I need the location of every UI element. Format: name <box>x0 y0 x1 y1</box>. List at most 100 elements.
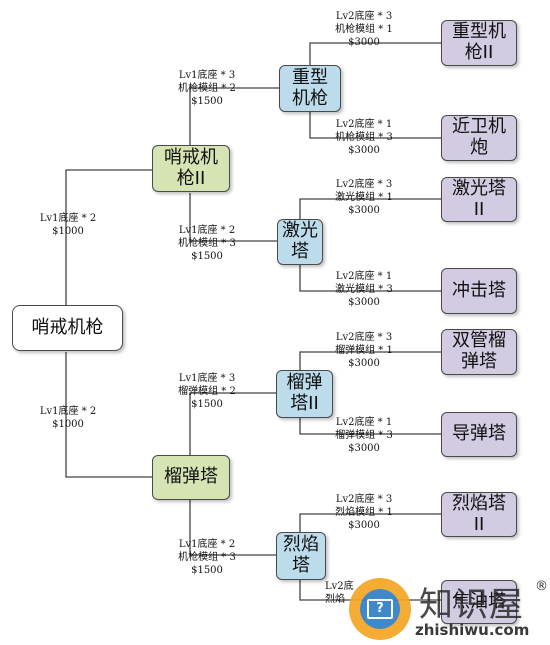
cost-line: $3000 <box>348 37 380 48</box>
cost-line: $1500 <box>191 399 223 410</box>
cost-line: Lv2底座 * 3 <box>335 494 393 505</box>
connector-heavy-ciws <box>309 112 441 139</box>
cost-line: $1000 <box>52 226 84 237</box>
cost-label-ciws: Lv2底座 * 1 机枪模组 * 3 $3000 <box>325 118 403 157</box>
node-missile-tower: 导弹塔 <box>441 412 517 457</box>
cost-label-flame-tower-2: Lv2底座 * 3 烈焰模组 * 1 $3000 <box>325 493 403 532</box>
question-mark-screen-icon: ? <box>349 578 411 640</box>
cost-label-laser-tower-2: Lv2底座 * 3 激光模组 * 1 $3000 <box>325 178 403 217</box>
cost-line: Lv1底座 * 2 <box>178 539 236 550</box>
node-label-line: 塔 <box>292 555 310 576</box>
cost-label-impact-tower: Lv2底座 * 1 激光模组 * 3 $3000 <box>325 270 403 309</box>
cost-label-scorch-tower: Lv2底 烈焰 <box>325 580 365 606</box>
cost-line: 烈焰模组 * 1 <box>335 507 393 518</box>
cost-line: $3000 <box>348 520 380 531</box>
cost-line: Lv2底 <box>325 581 354 592</box>
node-sentry-gun: 哨戒机枪 <box>12 305 123 351</box>
cost-line: 机枪模组 * 2 <box>178 83 236 94</box>
cost-label-heavy-gun: Lv1底座 * 3 机枪模组 * 2 $1500 <box>168 69 246 108</box>
node-label-line: 榴弹 <box>286 372 323 394</box>
node-laser-tower: 激光塔 <box>277 219 323 265</box>
cost-line: $1500 <box>191 96 223 107</box>
cost-line: Lv1底座 * 2 <box>178 225 236 236</box>
node-label-line: 双管榴 <box>452 330 506 352</box>
node-scorch-tower: 焦油塔 <box>441 580 517 624</box>
cost-line: $1500 <box>191 565 223 576</box>
node-label-line: 塔II <box>290 393 319 414</box>
connector-laser-impact <box>299 265 441 292</box>
connector-root-sentry <box>65 169 152 306</box>
node-label-line: 烈焰塔 <box>452 492 506 514</box>
node-label-line: 机枪 <box>292 87 328 109</box>
registered-mark: ® <box>535 579 548 594</box>
cost-line: Lv1底座 * 2 <box>39 213 97 224</box>
cost-line: 激光模组 * 1 <box>335 192 393 203</box>
watermark-url: zhishiwu.com <box>415 621 530 639</box>
cost-label-grenade-tower: Lv1底座 * 2 $1000 <box>34 405 102 431</box>
cost-label-heavy-gun-2: Lv2底座 * 3 机枪模组 * 1 $3000 <box>325 10 403 49</box>
connector-root-grenade <box>65 352 152 478</box>
node-label: 哨戒机枪 <box>31 316 104 338</box>
cost-line: Lv2底座 * 3 <box>335 179 393 190</box>
node-label-line: 激光塔 <box>452 177 506 199</box>
node-label-line: 近卫机 <box>452 116 506 138</box>
cost-line: 榴弹模组 * 1 <box>335 345 393 356</box>
cost-label-double-grenade-tower: Lv2底座 * 3 榴弹模组 * 1 $3000 <box>325 331 403 370</box>
node-double-grenade-tower: 双管榴弹塔 <box>441 329 517 375</box>
node-label-line: 弹塔 <box>461 351 497 372</box>
cost-line: 榴弹模组 * 3 <box>335 430 393 441</box>
connector-sentry-heavy <box>189 87 279 145</box>
node-label-line: 激光 <box>282 220 318 242</box>
node-impact-tower: 冲击塔 <box>441 268 517 314</box>
node-heavy-gun: 重型机枪 <box>279 65 341 112</box>
cost-line: $3000 <box>348 205 380 216</box>
cost-label-flame-tower: Lv1底座 * 2 机枪模组 * 3 $1500 <box>168 538 246 577</box>
connector-laser-laser2 <box>299 198 441 219</box>
node-sentry-gun-2: 哨戒机枪II <box>152 145 230 192</box>
cost-line: $3000 <box>348 443 380 454</box>
node-grenade-tower: 榴弹塔 <box>152 455 230 500</box>
connector-grenade-flame <box>189 500 276 556</box>
connector-heavy-heavy2 <box>309 42 441 65</box>
node-grenade-tower-2: 榴弹塔II <box>276 370 333 418</box>
node-ciws: 近卫机炮 <box>441 115 517 161</box>
node-label-line: 烈焰 <box>283 534 319 556</box>
cost-label-grenade-tower-2: Lv1底座 * 3 榴弹模组 * 2 $1500 <box>168 372 246 411</box>
node-heavy-gun-2: 重型机枪II <box>441 20 517 66</box>
cost-line: 激光模组 * 3 <box>335 284 393 295</box>
cost-line: 机枪模组 * 1 <box>335 24 393 35</box>
cost-line: Lv2底座 * 1 <box>335 271 393 282</box>
cost-line: $3000 <box>348 358 380 369</box>
connector-grenade-grenade2 <box>189 392 276 455</box>
cost-line: Lv1底座 * 3 <box>178 373 236 384</box>
node-label-line: 哨戒机 <box>164 146 218 168</box>
cost-line: 烈焰 <box>325 594 345 605</box>
cost-line: $3000 <box>348 145 380 156</box>
node-label-line: 重型 <box>292 66 328 88</box>
node-label-line: 重型机 <box>452 21 506 43</box>
cost-line: $1500 <box>191 251 223 262</box>
cost-line: Lv2底座 * 3 <box>335 11 393 22</box>
cost-line: Lv2底座 * 1 <box>335 417 393 428</box>
connector-grenade2-double <box>299 351 441 370</box>
cost-line: 机枪模组 * 3 <box>178 552 236 563</box>
cost-label-sentry-gun-2: Lv1底座 * 2 $1000 <box>34 212 102 238</box>
cost-label-laser-tower: Lv1底座 * 2 机枪模组 * 3 $1500 <box>168 224 246 263</box>
connector-grenade2-missile <box>299 418 441 435</box>
cost-line: $1000 <box>52 419 84 430</box>
cost-line: 机枪模组 * 3 <box>335 132 393 143</box>
cost-line: 榴弹模组 * 2 <box>178 386 236 397</box>
connector-flame-flame2 <box>299 513 441 532</box>
cost-line: Lv2底座 * 1 <box>335 119 393 130</box>
cost-line: Lv1底座 * 3 <box>178 70 236 81</box>
watermark-brand: 知识屋 <box>419 585 524 625</box>
node-flame-tower: 烈焰塔 <box>276 532 326 580</box>
node-label-line: II <box>473 513 485 535</box>
node-label-line: 枪II <box>176 167 206 189</box>
node-label: 导弹塔 <box>452 423 506 445</box>
node-label: 焦油塔 <box>452 590 506 612</box>
cost-label-missile-tower: Lv2底座 * 1 榴弹模组 * 3 $3000 <box>325 416 403 455</box>
